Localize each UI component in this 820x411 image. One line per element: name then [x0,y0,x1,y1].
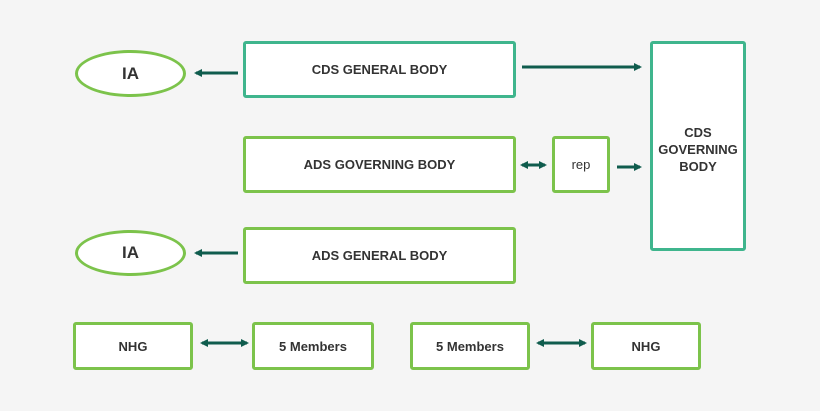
ia-bottom-node: IA [75,230,186,276]
rep-node: rep [552,136,610,193]
members-left-node: 5 Members [252,322,374,370]
cds-governing-body-node: CDS GOVERNING BODY [650,41,746,251]
ads-general-body-node: ADS GENERAL BODY [243,227,516,284]
cds-governing-body-line-3: BODY [679,159,717,174]
cds-governing-body-line-1: CDS [684,125,712,140]
cds-governing-body-line-2: GOVERNING [658,142,738,157]
nhg-left-node: NHG [73,322,193,370]
nhg-right-node: NHG [591,322,701,370]
ia-top-node: IA [75,50,186,97]
ads-governing-body-node: ADS GOVERNING BODY [243,136,516,193]
cds-general-body-node: CDS GENERAL BODY [243,41,516,98]
members-right-node: 5 Members [410,322,530,370]
cds-governing-body-label: CDS GOVERNING BODY [658,124,737,175]
